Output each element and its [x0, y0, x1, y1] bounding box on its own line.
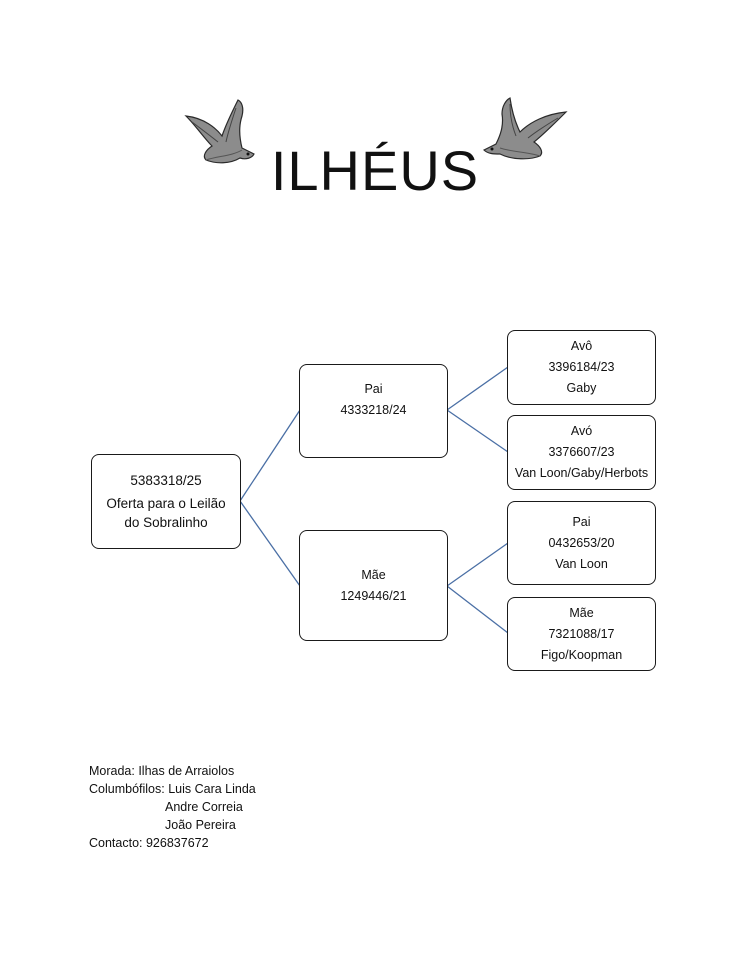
pigeon-icon [482, 97, 568, 160]
contact-info: Morada: Ilhas de Arraiolos Columbófilos:… [89, 762, 256, 852]
dam-sire-ring: 0432653/20 [548, 535, 615, 550]
address-line: Morada: Ilhas de Arraiolos [89, 764, 235, 778]
sire-sire-breeder: Gaby [566, 381, 597, 395]
pedigree-dam-box: Mãe 1249446/21 [299, 530, 448, 641]
breeder-line: João Pereira [165, 818, 236, 832]
sire-dam-ring: 3376607/23 [548, 445, 615, 459]
pedigree-sire-dam-box: Avó 3376607/23 Van Loon/Gaby/Herbots [507, 415, 656, 490]
pedigree-sire-box: Pai 4333218/24 [299, 364, 448, 458]
sire-role: Pai [364, 382, 383, 396]
pigeon-icon [184, 99, 255, 164]
pedigree-dam-dam-box: Mãe 7321088/17 Figo/Koopman [507, 597, 656, 671]
dam-dam-breeder: Figo/Koopman [540, 647, 623, 662]
dam-dam-ring: 7321088/17 [548, 626, 615, 641]
sire-ring: 4333218/24 [340, 403, 407, 417]
sire-dam-breeder: Van Loon/Gaby/Herbots [514, 466, 649, 480]
pedigree-dam-sire-box: Pai 0432653/20 Van Loon [507, 501, 656, 585]
contact-line: Contacto: 926837672 [89, 836, 209, 850]
subject-description: Oferta para o Leilão do Sobralinho [106, 496, 226, 530]
dam-role: Mãe [361, 567, 386, 582]
breeder-line: Andre Correia [165, 800, 243, 814]
pedigree-sire-sire-box: Avô 3396184/23 Gaby [507, 330, 656, 405]
page-title: ILHÉUS [270, 139, 480, 202]
sire-sire-role: Avô [570, 339, 593, 353]
dam-ring: 1249446/21 [340, 588, 407, 603]
sire-dam-role: Avó [570, 424, 593, 438]
dam-sire-role: Pai [572, 514, 591, 529]
pedigree-subject-box: 5383318/25 Oferta para o Leilão do Sobra… [91, 454, 241, 549]
sire-sire-ring: 3396184/23 [548, 360, 615, 374]
breeders-line: Columbófilos: Luis Cara Linda [89, 782, 256, 796]
subject-ring: 5383318/25 [130, 473, 202, 488]
dam-dam-role: Mãe [569, 605, 594, 620]
dam-sire-breeder: Van Loon [555, 556, 608, 571]
